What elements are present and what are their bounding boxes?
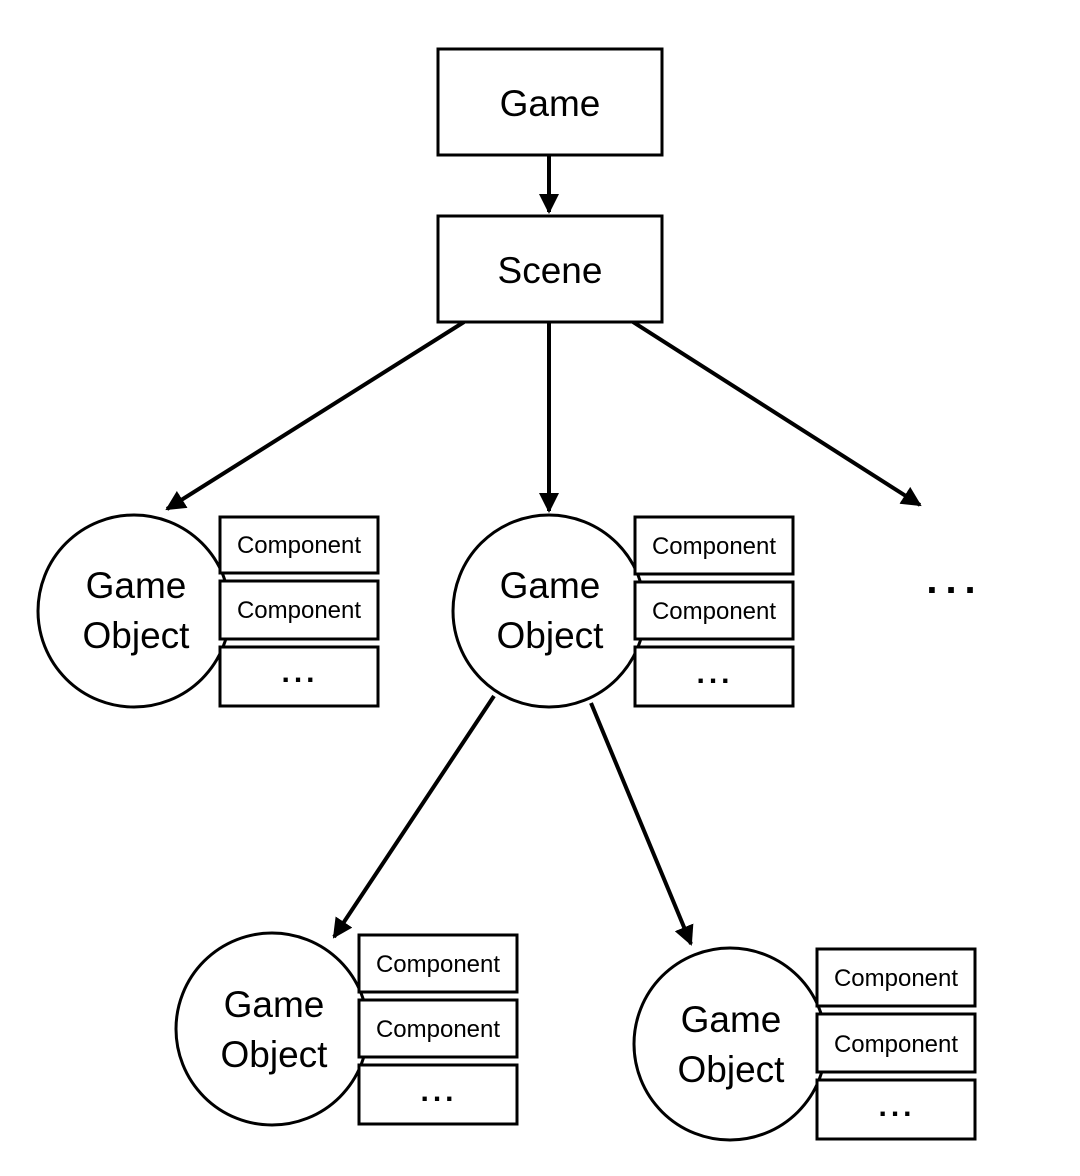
more-game-objects-ellipsis: ... [926, 558, 983, 602]
component-stack: Component Component ... [633, 515, 795, 708]
game-object-title-line1: Game [681, 999, 782, 1040]
component-box [357, 998, 519, 1059]
component-more-box [633, 645, 795, 708]
component-label: Component [652, 598, 776, 625]
component-more-box [357, 1063, 519, 1126]
component-box [357, 933, 519, 994]
component-more-ellipsis: ... [696, 657, 733, 690]
edge-scene-to-more-objects [631, 320, 922, 507]
edges [165, 156, 922, 946]
component-box [815, 947, 977, 1008]
game-object-circle [632, 946, 828, 1142]
scene-node: Scene [436, 214, 664, 324]
component-more-box [218, 645, 380, 708]
component-more-ellipsis: ... [281, 656, 318, 689]
component-label: Component [237, 597, 361, 624]
component-more-ellipsis: ... [878, 1090, 915, 1123]
game-object-title-line2: Object [497, 615, 605, 656]
component-box [815, 1012, 977, 1074]
game-box [436, 47, 664, 157]
component-stack: Component Component ... [218, 515, 380, 708]
game-object-title-line2: Object [678, 1049, 786, 1090]
component-label: Component [237, 532, 361, 559]
scene-label: Scene [498, 250, 603, 291]
game-object-title-line1: Game [224, 984, 325, 1025]
component-box [633, 515, 795, 576]
game-object-title-line1: Game [500, 565, 601, 606]
component-label: Component [834, 965, 958, 992]
game-node: Game [436, 47, 664, 157]
game-object-node-3: Game Object Component Component ... [174, 931, 519, 1127]
game-object-node-2: Game Object Component Component ... [451, 513, 795, 709]
game-object-title-line2: Object [83, 615, 191, 656]
component-box [633, 580, 795, 641]
game-object-circle [36, 513, 232, 709]
component-label: Component [652, 533, 776, 560]
game-label: Game [500, 83, 601, 124]
game-object-node-1: Game Object Component Component ... [36, 513, 380, 709]
component-label: Component [834, 1031, 958, 1058]
game-object-title-line2: Object [221, 1034, 329, 1075]
game-object-node-4: Game Object Component Component ... [632, 946, 977, 1142]
component-box [218, 515, 380, 575]
component-more-ellipsis: ... [420, 1075, 457, 1108]
game-object-circle [451, 513, 647, 709]
component-label: Component [376, 951, 500, 978]
component-box [218, 579, 380, 641]
edge-scene-to-game-object-1 [165, 320, 466, 511]
scene-box [436, 214, 664, 324]
edge-game-object-2-to-game-object-3 [332, 694, 496, 939]
edge-game-object-2-to-game-object-4 [589, 702, 694, 946]
component-more-box [815, 1078, 977, 1141]
game-object-circle [174, 931, 370, 1127]
component-stack: Component Component ... [815, 947, 977, 1141]
component-label: Component [376, 1016, 500, 1043]
component-stack: Component Component ... [357, 933, 519, 1126]
game-object-title-line1: Game [86, 565, 187, 606]
